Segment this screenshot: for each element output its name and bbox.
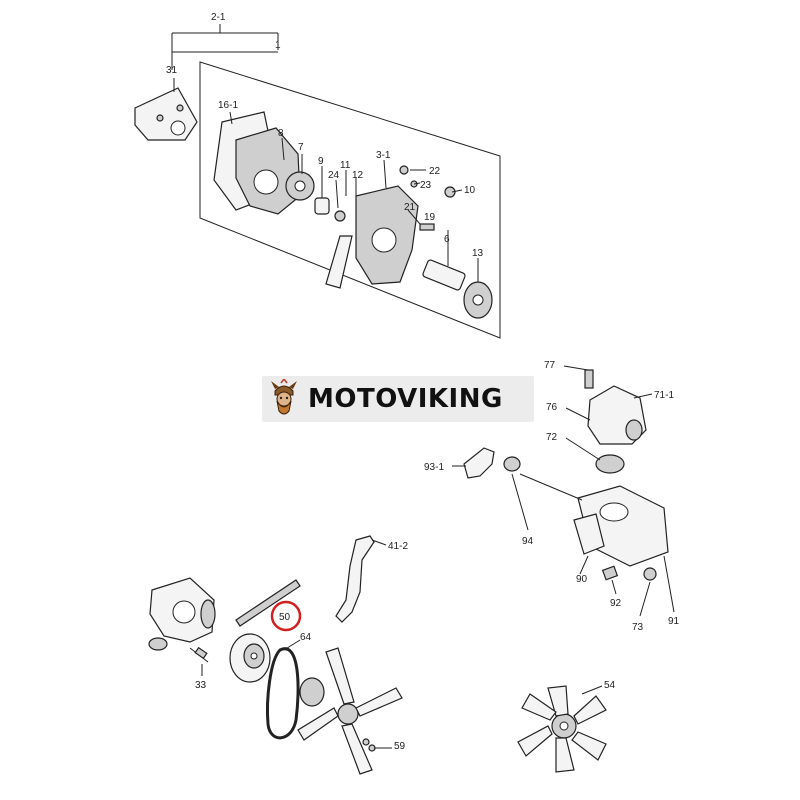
callout-33: 33	[195, 680, 207, 691]
callout-41-2: 41-2	[388, 541, 408, 552]
callout-16-1: 16-1	[218, 100, 238, 111]
callout-22: 22	[429, 166, 441, 177]
callout-23: 23	[420, 180, 432, 191]
brand-name: MOTOVIKING	[308, 384, 503, 414]
callout-54: 54	[604, 680, 616, 691]
callout-13: 13	[472, 248, 484, 259]
fan-belt-assembly: 41-2 50 64 33 59	[148, 535, 408, 775]
callout-94: 94	[522, 536, 534, 547]
callout-59: 59	[394, 741, 406, 752]
callout-1: 1	[275, 40, 281, 51]
callout-90: 90	[576, 574, 588, 585]
callout-9: 9	[318, 156, 324, 167]
callout-71-1: 71-1	[654, 390, 674, 401]
callout-92: 92	[610, 598, 622, 609]
callout-2-1: 2-1	[211, 12, 226, 23]
fan-blades	[297, 647, 403, 775]
callout-64: 64	[300, 632, 312, 643]
highlight-circle	[270, 600, 302, 632]
thermostat-housing-assembly: 77 71-1 76 72 93-1 94 90 92 73 91	[424, 360, 680, 633]
callout-3-1: 3-1	[376, 150, 391, 161]
callout-73: 73	[632, 622, 644, 633]
callout-24: 24	[328, 170, 340, 181]
callout-10: 10	[464, 185, 476, 196]
callout-76: 76	[546, 402, 558, 413]
callout-50: 50	[279, 612, 291, 623]
water-pump-assembly: 2-1 1 31 16-1 8 7 9 11 12 24 3-1 22 23 1…	[134, 12, 501, 339]
callout-11: 11	[340, 160, 351, 171]
callout-77: 77	[544, 360, 556, 371]
spare-fan: 54	[517, 680, 616, 773]
viking-mascot-icon	[262, 376, 306, 422]
callout-8: 8	[278, 128, 284, 139]
callout-31: 31	[166, 65, 178, 76]
callout-93-1: 93-1	[424, 462, 444, 473]
callout-6: 6	[444, 234, 450, 245]
callout-72: 72	[546, 432, 558, 443]
callout-12: 12	[352, 170, 364, 181]
callout-91: 91	[668, 616, 680, 627]
callout-21: 21	[404, 202, 416, 213]
callout-7: 7	[298, 142, 304, 153]
callout-19: 19	[424, 212, 436, 223]
motoviking-watermark: MOTOVIKING	[262, 376, 534, 422]
